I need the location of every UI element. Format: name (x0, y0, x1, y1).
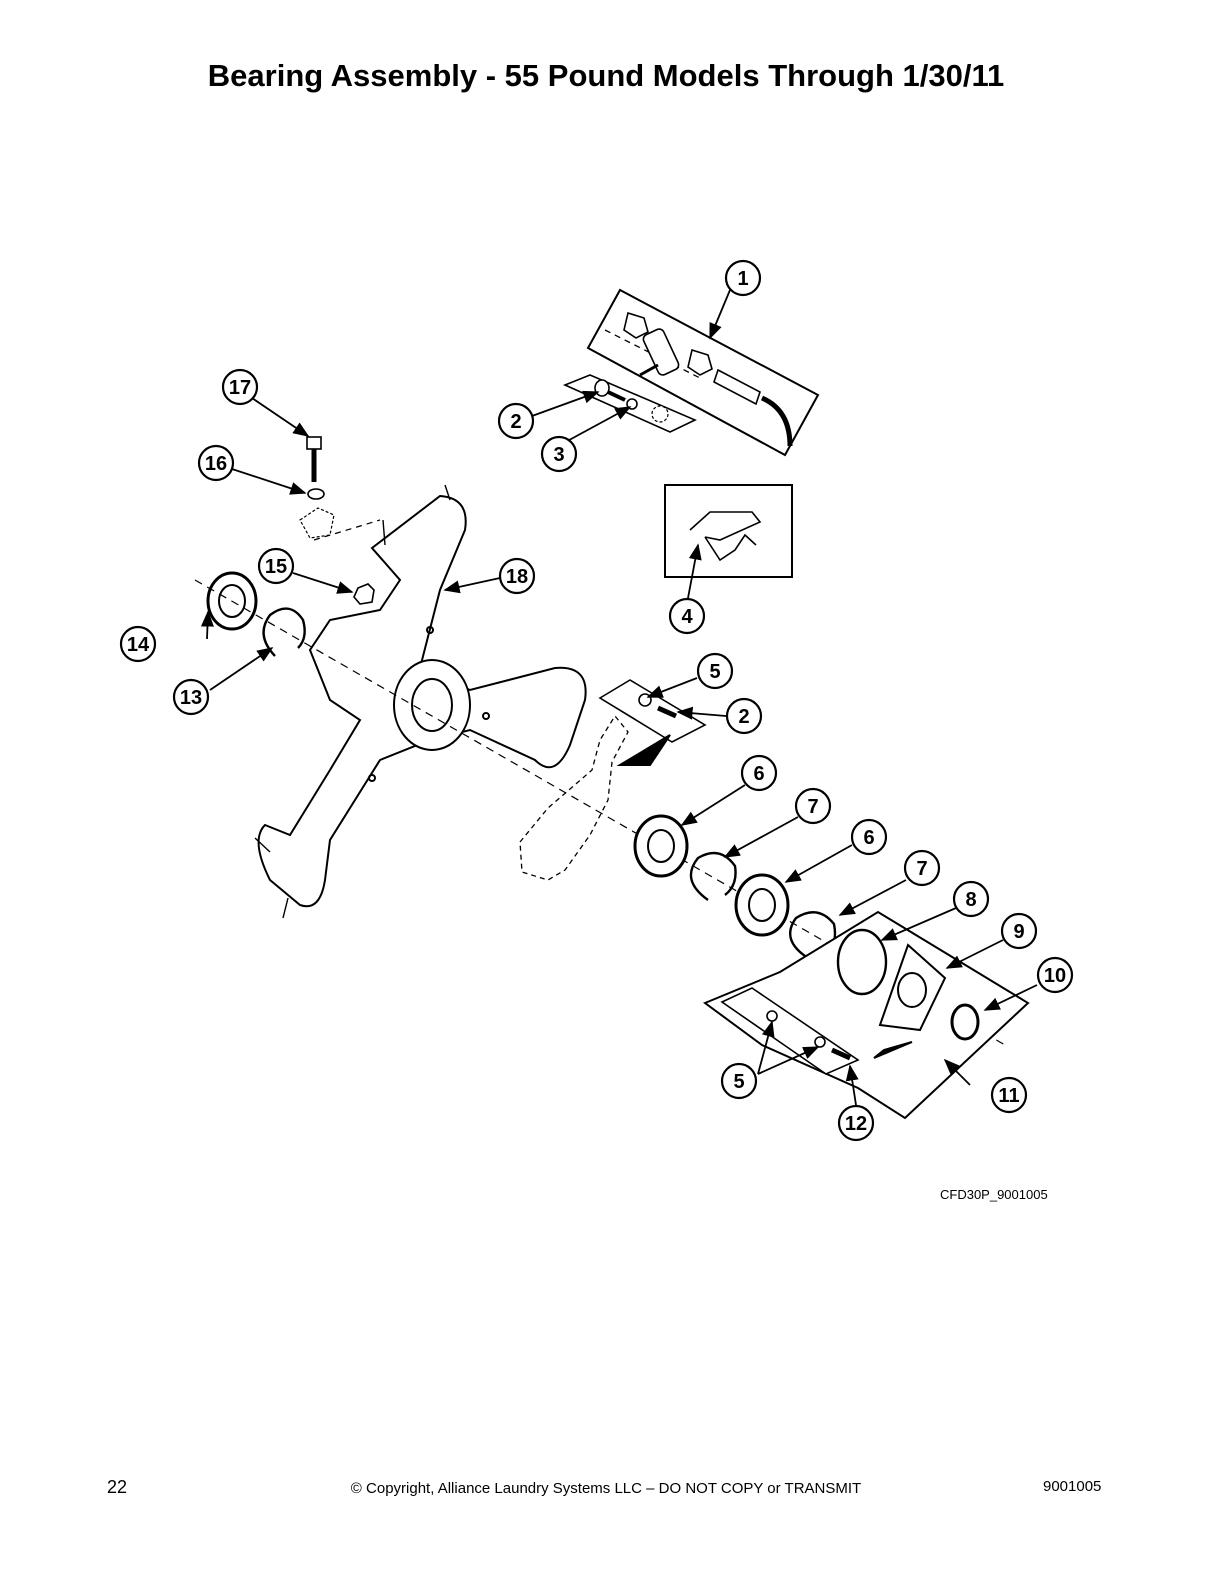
retaining-ring-front (689, 851, 737, 901)
shaft-axis (194, 579, 1006, 1046)
callout-balloon-2a (497, 402, 535, 440)
callout-balloon-7a (794, 787, 832, 825)
callout-label-1: 1 (737, 268, 748, 290)
callout-label-12: 12 (845, 1113, 867, 1135)
callout-balloon-11 (990, 1076, 1028, 1114)
hex-nut (353, 583, 375, 605)
callout-balloon-1 (724, 259, 762, 297)
callout-label-18: 18 (506, 566, 528, 588)
callout-label-9: 9 (1013, 921, 1024, 943)
callout-balloon-13 (172, 678, 210, 716)
page-number: 22 (107, 1477, 128, 1497)
callout-balloon-7b (903, 849, 941, 887)
callout-label-5b: 5 (733, 1071, 744, 1093)
callout-balloon-16 (197, 444, 235, 482)
callout-label-7b: 7 (916, 858, 927, 880)
callout-balloon-18 (498, 557, 536, 595)
drum-ghost-outline (519, 714, 629, 881)
callout-balloon-9 (1000, 912, 1038, 950)
callout-balloon-6a (740, 754, 778, 792)
screw-inset-top (562, 374, 697, 433)
callout-label-2b: 2 (738, 706, 749, 728)
document-number: 9001005 (1043, 1478, 1102, 1495)
callout-label-4: 4 (681, 606, 693, 628)
callout-balloon-4 (668, 597, 706, 635)
callout-label-11: 11 (998, 1085, 1019, 1107)
callout-label-13: 13 (180, 687, 202, 709)
callout-label-6b: 6 (863, 827, 874, 849)
callout-balloon-6b (850, 818, 888, 856)
page-title: Bearing Assembly - 55 Pound Models Throu… (207, 58, 1005, 93)
figure-id: CFD30P_9001005 (940, 1187, 1048, 1202)
callout-balloon-2b (725, 697, 763, 735)
callout-balloon-12 (837, 1104, 875, 1142)
callout-balloon-5a (696, 652, 734, 690)
callout-balloon-5b (720, 1062, 758, 1100)
callout-label-15: 15 (265, 556, 287, 578)
bearing-rear (734, 873, 790, 937)
callout-label-10: 10 (1044, 965, 1066, 987)
left-retaining-ring (262, 607, 306, 657)
callout-label-5a: 5 (709, 661, 720, 683)
screw-inset-mid (598, 679, 707, 766)
sensor-bracket-inset (586, 288, 820, 457)
bearing-front (633, 814, 689, 878)
callout-label-16: 16 (205, 453, 227, 475)
callout-balloon-14 (119, 625, 157, 663)
callout-balloon-3 (540, 435, 578, 473)
callout-label-7a: 7 (807, 796, 818, 818)
callout-balloon-10 (1036, 956, 1074, 994)
callout-balloon-15 (257, 547, 295, 585)
callout-label-17: 17 (229, 377, 251, 399)
callout-label-14: 14 (127, 634, 150, 656)
callout-balloon-8 (952, 880, 990, 918)
clip-inset (664, 484, 793, 578)
callout-label-3: 3 (553, 444, 564, 466)
bearing-hub-spider (254, 484, 587, 919)
callout-label-8: 8 (965, 889, 976, 911)
copyright-notice: © Copyright, Alliance Laundry Systems LL… (350, 1480, 862, 1497)
cap-screw (299, 436, 335, 539)
callout-balloon-17 (221, 368, 259, 406)
callout-label-2a: 2 (510, 411, 521, 433)
callout-label-6a: 6 (753, 763, 764, 785)
